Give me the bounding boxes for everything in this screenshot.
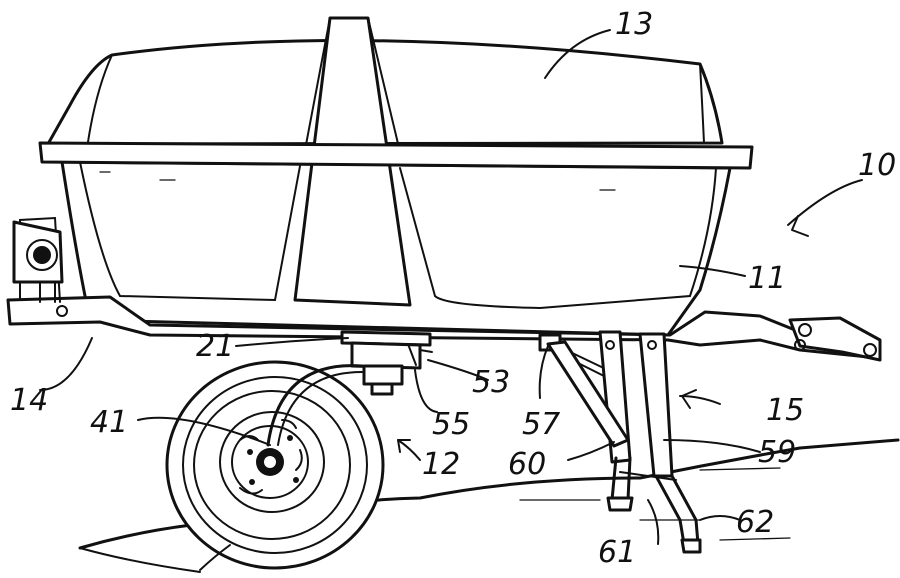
- ref-53: 53: [472, 365, 510, 400]
- ref-13: 13: [615, 7, 653, 42]
- ref-12: 12: [422, 447, 460, 482]
- spinner-box: [14, 222, 62, 302]
- ref-61: 61: [598, 535, 636, 570]
- ref-60: 60: [508, 447, 546, 482]
- ref-57: 57: [522, 407, 560, 442]
- ref-62: 62: [736, 505, 774, 540]
- ref-11: 11: [748, 261, 786, 296]
- ref-59: 59: [758, 435, 796, 470]
- ref-55: 55: [432, 407, 470, 442]
- ref-15: 15: [766, 393, 804, 428]
- ref-14: 14: [10, 383, 48, 418]
- ref-21: 21: [196, 329, 234, 364]
- ref-10: 10: [858, 148, 896, 183]
- ref-41: 41: [90, 405, 128, 440]
- leg-stand: [548, 332, 700, 552]
- hopper-rim: [40, 143, 752, 168]
- wheel: [167, 362, 383, 568]
